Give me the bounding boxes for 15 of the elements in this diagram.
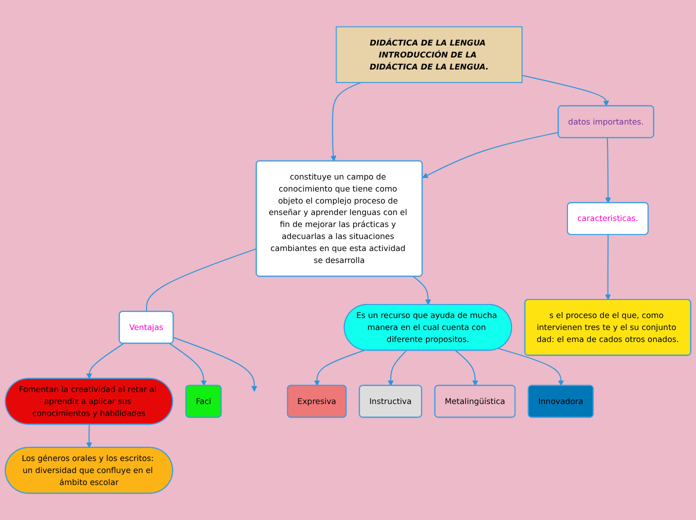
arrow [605,234,611,300]
connector [146,248,258,312]
arrow [173,337,258,392]
arrow [169,343,207,386]
arrow [388,350,408,386]
arrow [605,137,611,204]
arrow [412,276,432,306]
arrow [86,424,92,448]
arrow [498,348,564,386]
arrow [86,343,124,380]
arrow [455,350,478,386]
arrow [422,132,560,178]
arrow [330,82,362,162]
arrow [314,350,365,386]
arrow [522,74,610,106]
